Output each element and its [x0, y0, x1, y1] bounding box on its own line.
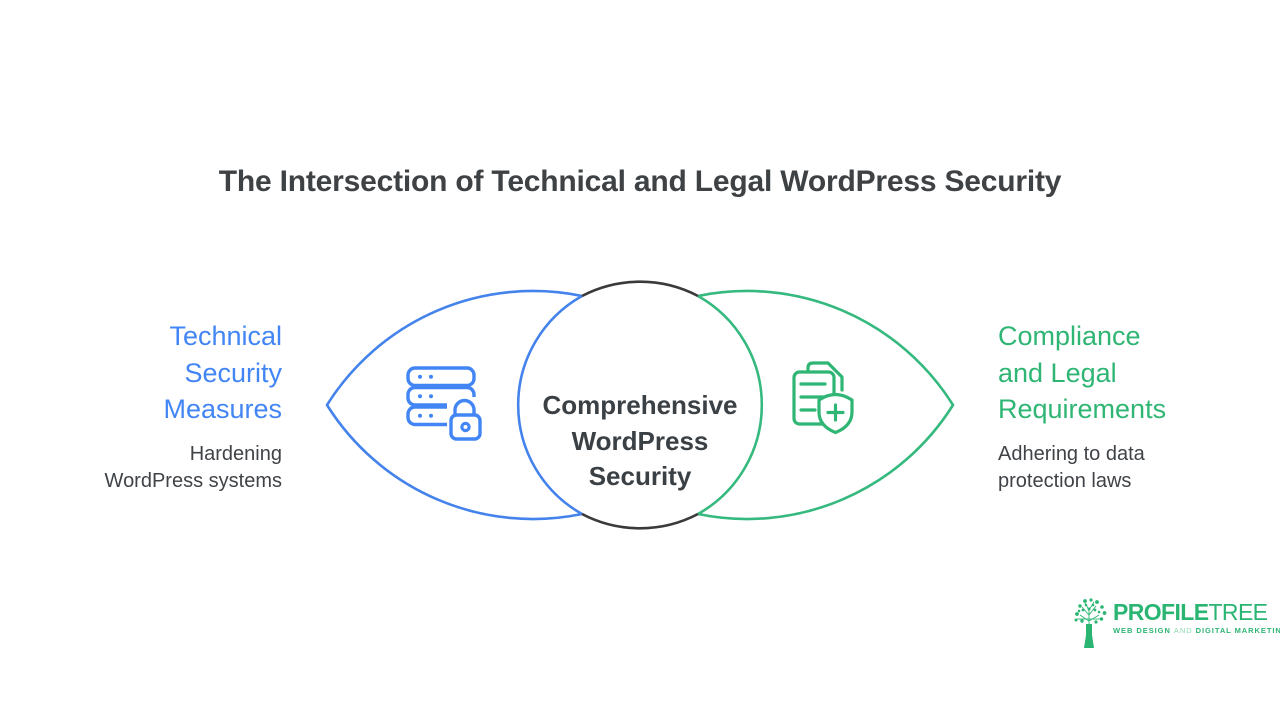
profiletree-tree-icon: [1074, 598, 1107, 648]
compliance-legal-heading: Compliance and Legal Requirements: [998, 321, 1167, 424]
center-circle-bottom-arc: [581, 512, 699, 530]
page-title: The Intersection of Technical and Legal …: [218, 165, 1062, 198]
technical-security-subtext: Hardening WordPress systems: [104, 443, 282, 492]
logo-brand-bold: PROFILE: [1113, 599, 1209, 625]
technical-security-heading: Technical Security Measures: [163, 321, 282, 424]
document-shield-plus-icon: [792, 361, 854, 435]
center-circle-top-arc: [581, 280, 699, 298]
logo-text: PROFILETREE WEB DESIGN AND DIGITAL MARKE…: [1113, 597, 1280, 635]
green-leaf-shape: [696, 289, 955, 521]
logo-tagline-and: AND: [1173, 626, 1193, 635]
center-overlap-label: Comprehensive WordPress Security: [542, 390, 738, 491]
compliance-legal-subtext: Adhering to data protection laws: [998, 443, 1145, 492]
logo-brand-name: PROFILETREE: [1113, 600, 1280, 624]
logo-tagline-left: WEB DESIGN: [1113, 626, 1171, 635]
logo-tagline-right: DIGITAL MARKETING: [1195, 626, 1280, 635]
server-lock-icon: [406, 366, 485, 442]
logo-tagline: WEB DESIGN AND DIGITAL MARKETING: [1113, 626, 1280, 635]
profiletree-logo: PROFILETREE WEB DESIGN AND DIGITAL MARKE…: [1070, 597, 1280, 649]
blue-leaf-shape: [325, 289, 584, 521]
logo-brand-light: TREE: [1208, 599, 1268, 625]
